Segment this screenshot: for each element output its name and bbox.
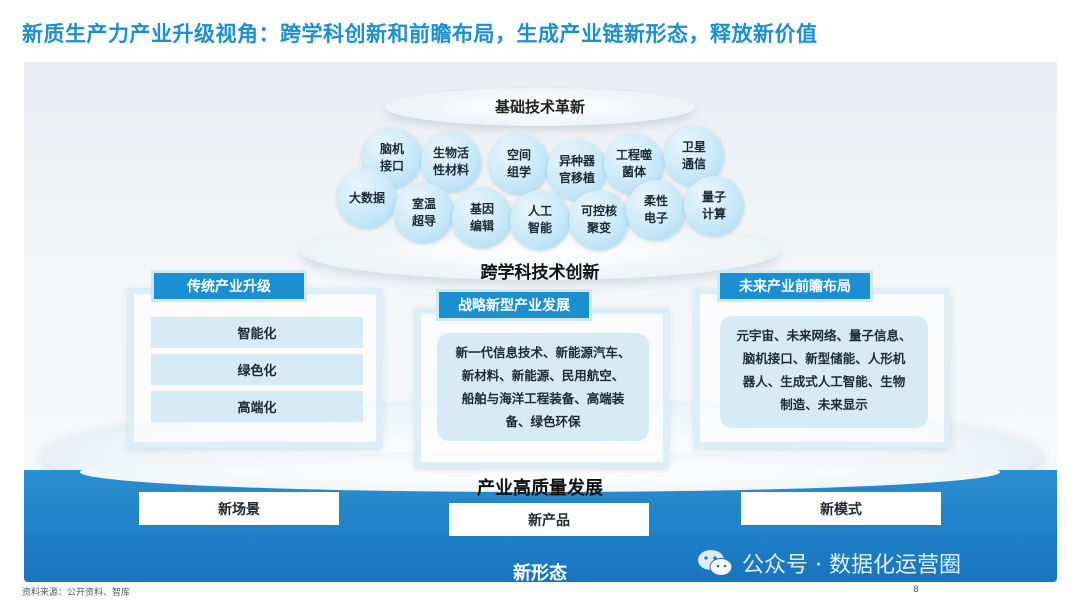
traditional-industry-header: 传统产业升级 xyxy=(151,270,307,302)
strategic-line: 备、绿色环保 xyxy=(505,414,581,429)
foundation-label: 基础技术革新 xyxy=(494,98,585,116)
cross-discipline-label: 跨学科技术创新 xyxy=(480,263,600,283)
traditional-item: 智能化 xyxy=(151,317,363,348)
tech-circle: 室温 超导 xyxy=(394,183,454,243)
tech-circle: 异种器 官移植 xyxy=(547,140,607,200)
future-line: 脑机接口、新型储能、人形机 xyxy=(742,351,906,366)
tech-circle: 人工 智能 xyxy=(510,190,570,250)
traditional-item: 绿色化 xyxy=(151,354,363,385)
tech-circle: 柔性 电子 xyxy=(626,180,686,240)
page-title: 新质生产力产业升级视角：跨学科创新和前瞻布局，生成产业链新形态，释放新价值 xyxy=(22,22,818,46)
quality-development-label: 产业高质量发展 xyxy=(477,478,603,499)
future-industry-header: 未来产业前瞻布局 xyxy=(717,270,873,302)
tech-circle: 基因 编辑 xyxy=(452,188,512,248)
outcome-new-scenario: 新场景 xyxy=(139,492,339,525)
strategic-line: 船舶与海洋工程装备、高端装 xyxy=(461,391,625,406)
tech-circle: 空间 组学 xyxy=(489,134,549,194)
tech-circle: 可控核 聚变 xyxy=(569,190,629,250)
strategic-line: 新一代信息技术、新能源汽车、 xyxy=(455,345,631,360)
traditional-item: 高端化 xyxy=(151,391,363,422)
future-industry-card: 元宇宙、未来网络、量子信息、 脑机接口、新型储能、人形机 器人、生成式人工智能、… xyxy=(720,316,928,428)
page-number: 8 xyxy=(913,585,919,595)
future-line: 元宇宙、未来网络、量子信息、 xyxy=(736,328,912,343)
strategic-industry-card: 新一代信息技术、新能源汽车、 新材料、新能源、民用航空、 船舶与海洋工程装备、高… xyxy=(437,333,649,441)
tech-circle: 工程噬 菌体 xyxy=(604,134,664,194)
wechat-icon xyxy=(698,550,733,576)
source-note: 资料来源：公开资料、智库 xyxy=(22,588,131,598)
new-form-label: 新形态 xyxy=(513,563,567,584)
outcome-new-product: 新产品 xyxy=(449,503,649,536)
watermark: 公众号 · 数据化运营圈 xyxy=(696,547,961,579)
tech-circle: 大数据 xyxy=(337,168,397,228)
strategic-industry-header: 战略新型产业发展 xyxy=(436,289,592,321)
future-line: 制造、未来显示 xyxy=(780,397,868,412)
tech-circle: 生物活 性材料 xyxy=(421,132,481,192)
outcome-new-model: 新模式 xyxy=(741,492,941,525)
watermark-text: 公众号 · 数据化运营圈 xyxy=(742,553,961,578)
foundation-disc xyxy=(385,88,695,126)
future-line: 器人、生成式人工智能、生物 xyxy=(742,374,906,389)
strategic-line: 新材料、新能源、民用航空、 xyxy=(461,368,625,383)
tech-circle: 量子 计算 xyxy=(684,176,744,236)
